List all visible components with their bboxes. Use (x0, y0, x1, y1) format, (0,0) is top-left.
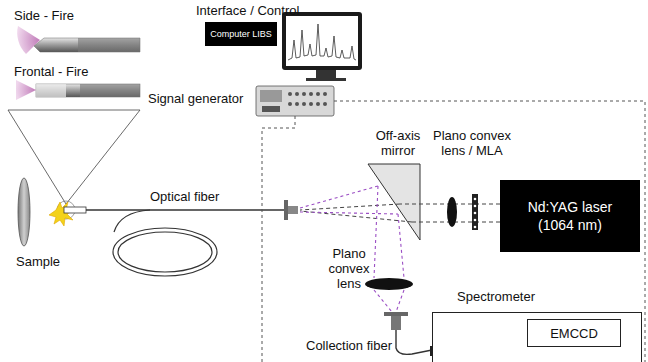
node-text: Computer LIBS (210, 29, 272, 39)
part-label: Collection fiber (306, 338, 392, 353)
part-label: Plano convex lens / MLA (430, 128, 514, 158)
node-text: EMCCD (550, 326, 598, 341)
part-label: Sample (16, 254, 60, 269)
part-label: Interface / Control (196, 3, 299, 18)
laser-box: Nd:YAG laser (1064 nm) (500, 180, 640, 252)
part-label: Off-axis mirror (366, 128, 430, 158)
part-label: Optical fiber (150, 189, 219, 204)
part-label: Plano convex lens (318, 246, 380, 291)
part-label: Frontal - Fire (14, 64, 88, 79)
computer-box: Computer LIBS (205, 22, 277, 46)
detector-box: EMCCD (527, 319, 621, 347)
part-label: Signal generator (148, 91, 243, 106)
spectrometer-box: SpectrometerEMCCD (432, 312, 642, 362)
node-heading: Spectrometer (457, 289, 535, 304)
part-label: Side - Fire (14, 8, 74, 23)
node-text: Nd:YAG laser (1064 nm) (525, 198, 615, 234)
